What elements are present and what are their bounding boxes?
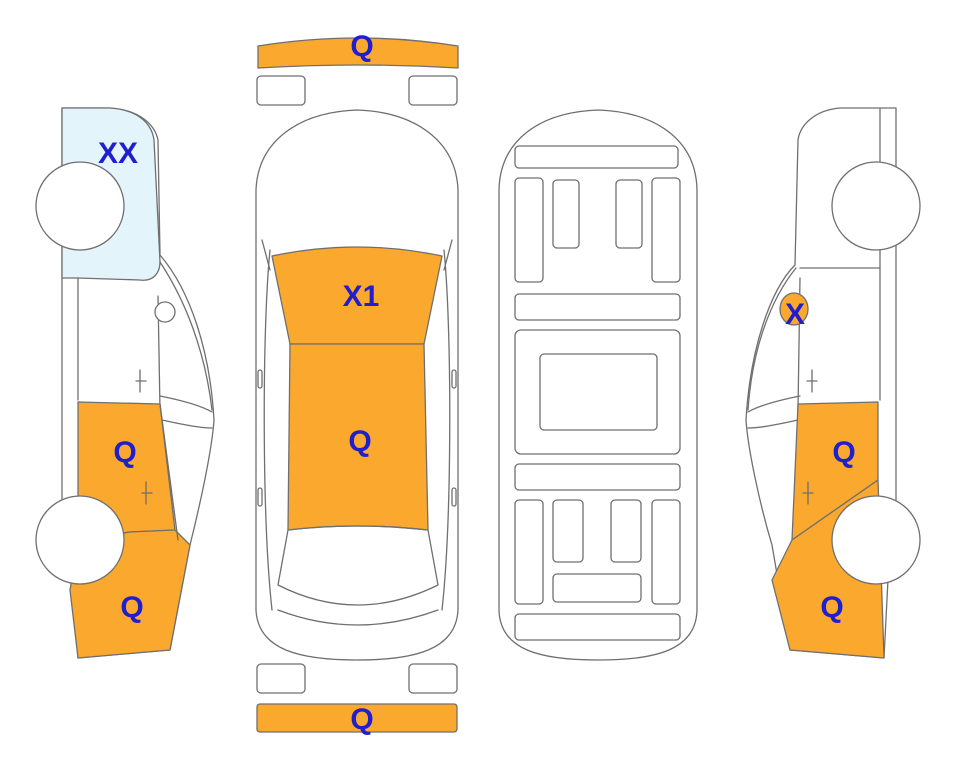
underside-plate <box>615 179 643 249</box>
underside-plate <box>514 177 544 283</box>
right-window-line <box>747 419 799 429</box>
handle-icon <box>451 487 457 507</box>
underside-plate <box>514 613 681 641</box>
underside-plate <box>514 293 681 321</box>
handle-icon <box>257 369 263 389</box>
right-mirror-panel[interactable] <box>779 292 809 326</box>
right-window-line <box>747 267 797 411</box>
top-body-outline <box>255 109 459 661</box>
left-side-view <box>35 107 215 659</box>
front-bumper-panel[interactable] <box>257 37 459 69</box>
left-rear-wheel <box>35 161 125 251</box>
handle-icon <box>806 369 818 393</box>
underside-plate <box>610 499 642 563</box>
rear-right-pad <box>408 663 458 694</box>
left-window-line <box>159 395 213 413</box>
right-front-wheel <box>831 495 921 585</box>
rear-bumper-panel[interactable] <box>256 703 458 733</box>
right-front-door-code: Q <box>832 436 855 469</box>
top-door-line-right <box>443 239 453 271</box>
underside-plate <box>552 573 642 603</box>
damage-labels: Q Q X1 Q XX Q Q X Q Q <box>98 30 856 736</box>
rear-left-pad <box>256 663 306 694</box>
right-body-outline <box>745 107 897 659</box>
top-inner-right <box>441 249 451 611</box>
roof-code: X1 <box>343 280 380 313</box>
handle-icon <box>141 481 153 505</box>
handle-icon <box>451 369 457 389</box>
underside-plate <box>552 499 584 563</box>
handle-icon <box>257 487 263 507</box>
underside-plate <box>514 463 681 491</box>
top-inner-left <box>263 249 273 611</box>
left-window-line <box>159 261 213 411</box>
handle-icon <box>135 369 147 393</box>
underside-view <box>498 109 698 661</box>
left-front-wheel <box>35 495 125 585</box>
rear-bumper-code: Q <box>350 703 373 736</box>
top-view <box>255 37 459 733</box>
right-window-line <box>747 395 801 413</box>
roof-panel[interactable] <box>271 246 443 345</box>
left-body-outline <box>61 107 215 659</box>
top-rear-glass <box>277 525 439 606</box>
right-front-fender-code: Q <box>820 591 843 624</box>
left-mirror <box>154 301 176 323</box>
hood-code: Q <box>348 425 371 458</box>
underside-plate <box>514 329 681 455</box>
left-door-seam <box>159 403 179 541</box>
underside-plate <box>514 145 679 169</box>
left-window-line <box>161 419 213 429</box>
left-front-fender-code: Q <box>120 591 143 624</box>
right-rear-wheel <box>831 161 921 251</box>
handle-icon <box>802 481 814 505</box>
front-right-pad <box>408 75 458 106</box>
left-front-door-code: Q <box>113 436 136 469</box>
front-left-pad <box>256 75 306 106</box>
underside-plate <box>651 177 681 283</box>
underside-plate <box>552 179 580 249</box>
underside-plate <box>514 499 544 605</box>
front-bumper-code: Q <box>350 30 373 63</box>
top-rear-curve <box>277 609 439 626</box>
right-mirror-code: X <box>785 298 805 331</box>
left-front-glass-code: XX <box>98 137 138 170</box>
underside-plate <box>651 499 681 605</box>
underside-outline <box>498 109 698 661</box>
right-side-view <box>745 107 921 659</box>
top-door-line-left <box>261 239 271 271</box>
underside-plate <box>539 353 658 431</box>
